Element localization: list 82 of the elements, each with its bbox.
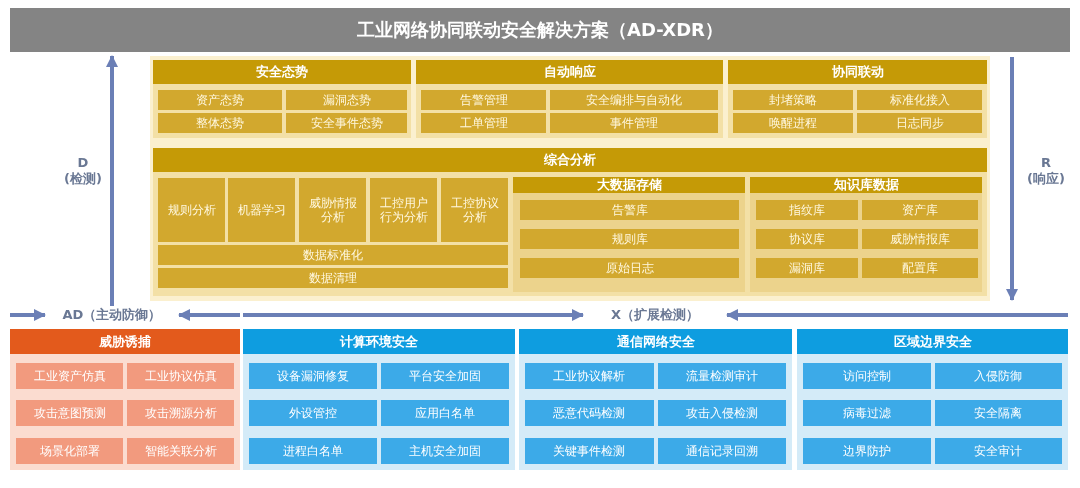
group-panel: [519, 329, 792, 470]
feature-box: 数据清理: [158, 268, 508, 288]
feature-box: 资产库: [862, 200, 978, 220]
feature-box: 告警库: [520, 200, 739, 220]
feature-box: 原始日志: [520, 258, 739, 278]
group-panel: [797, 329, 1068, 470]
feature-box: 工控用户行为分析: [370, 178, 437, 242]
feature-box: 工业协议仿真: [127, 363, 234, 389]
feature-box: 威胁情报分析: [299, 178, 366, 242]
feature-box: 智能关联分析: [127, 438, 234, 464]
feature-box: 漏洞态势: [286, 90, 407, 110]
group-header: 综合分析: [153, 148, 987, 172]
feature-box: 指纹库: [756, 200, 858, 220]
feature-box: 工单管理: [421, 113, 546, 133]
group-panel: [153, 60, 411, 138]
group-header: 协同联动: [728, 60, 987, 84]
feature-box: 流量检测审计: [657, 363, 786, 389]
feature-box: 病毒过滤: [803, 400, 931, 426]
feature-box: 工业协议解析: [525, 363, 654, 389]
arrow: [243, 309, 584, 321]
feature-box: 告警管理: [421, 90, 546, 110]
title-bar: 工业网络协同联动安全解决方案（AD-XDR）: [10, 8, 1070, 52]
group-panel: [750, 177, 982, 292]
feature-box: 规则库: [520, 229, 739, 249]
feature-box: 配置库: [862, 258, 978, 278]
feature-box: 日志同步: [857, 113, 982, 133]
feature-box: 通信记录回溯: [657, 438, 786, 464]
group-header: 自动响应: [416, 60, 723, 84]
group-header: 威胁诱捕: [10, 329, 240, 354]
feature-box: 安全隔离: [934, 400, 1062, 426]
arrow: [726, 309, 1068, 321]
arrow: [178, 309, 240, 321]
feature-box: 攻击入侵检测: [657, 400, 786, 426]
arrow: [10, 309, 46, 321]
feature-box: 攻击溯源分析: [127, 400, 234, 426]
feature-box: 标准化接入: [857, 90, 982, 110]
feature-box: 平台安全加固: [381, 363, 509, 389]
feature-box: 恶意代码检测: [525, 400, 654, 426]
group-panel: [513, 177, 745, 292]
feature-box: 工业资产仿真: [16, 363, 123, 389]
feature-box: 访问控制: [803, 363, 931, 389]
feature-box: 安全事件态势: [286, 113, 407, 133]
group-panel: [416, 60, 723, 138]
feature-box: 安全编排与自动化: [550, 90, 718, 110]
feature-box: 外设管控: [249, 400, 377, 426]
group-header: 安全态势: [153, 60, 411, 84]
group-panel: [10, 329, 240, 470]
feature-box: 事件管理: [550, 113, 718, 133]
feature-box: 漏洞库: [756, 258, 858, 278]
arrow: [106, 55, 118, 306]
feature-box: 数据标准化: [158, 245, 508, 265]
feature-box: 关键事件检测: [525, 438, 654, 464]
stage-label: D (检测): [63, 155, 103, 188]
stage-label: R (响应): [1026, 155, 1066, 188]
feature-box: 资产态势: [158, 90, 282, 110]
group-panel: [153, 148, 987, 296]
feature-box: 应用白名单: [381, 400, 509, 426]
feature-box: 威胁情报库: [862, 229, 978, 249]
feature-box: 协议库: [756, 229, 858, 249]
cycle-label: X（扩展检测）: [583, 306, 727, 324]
feature-box: 攻击意图预测: [16, 400, 123, 426]
feature-box: 工控协议分析: [441, 178, 508, 242]
feature-box: 入侵防御: [934, 363, 1062, 389]
feature-box: 边界防护: [803, 438, 931, 464]
group-header: 知识库数据: [750, 177, 982, 193]
group-header: 大数据存储: [513, 177, 745, 193]
group-header: 计算环境安全: [243, 329, 515, 354]
feature-box: 场景化部署: [16, 438, 123, 464]
feature-box: 封堵策略: [733, 90, 853, 110]
group-header: 通信网络安全: [519, 329, 792, 354]
group-header: 区域边界安全: [797, 329, 1068, 354]
feature-box: 规则分析: [158, 178, 225, 242]
feature-box: 安全审计: [934, 438, 1062, 464]
group-panel: [728, 60, 987, 138]
feature-box: 主机安全加固: [381, 438, 509, 464]
feature-box: 整体态势: [158, 113, 282, 133]
feature-box: 机器学习: [228, 178, 295, 242]
feature-box: 设备漏洞修复: [249, 363, 377, 389]
feature-box: 唤醒进程: [733, 113, 853, 133]
feature-box: 进程白名单: [249, 438, 377, 464]
group-panel: [243, 329, 515, 470]
cycle-label: AD（主动防御）: [45, 306, 179, 324]
